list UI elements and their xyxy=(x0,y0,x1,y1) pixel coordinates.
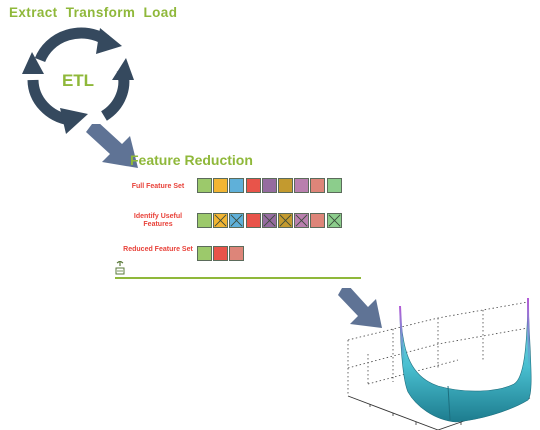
feature-cell xyxy=(197,246,212,261)
feature-cell-crossed xyxy=(229,213,245,228)
flow-arrow-icon xyxy=(86,124,138,168)
row-label-reduced: Reduced Feature Set xyxy=(123,246,193,253)
feature-cell-crossed xyxy=(277,213,293,228)
feature-cell xyxy=(310,178,326,193)
divider-line xyxy=(115,277,361,279)
feature-cell-crossed xyxy=(326,213,342,228)
3d-surface-plot xyxy=(338,288,532,430)
full-feature-set-cells xyxy=(197,178,343,193)
feature-reduction-title: Feature Reduction xyxy=(130,152,253,168)
feature-cell xyxy=(213,246,229,261)
recycle-icon xyxy=(115,261,125,275)
feature-cell xyxy=(310,213,326,228)
identify-features-cells xyxy=(197,213,343,228)
feature-cell xyxy=(294,178,310,193)
reduced-feature-set-cells xyxy=(197,246,246,261)
feature-cell xyxy=(245,213,261,228)
feature-cell xyxy=(197,213,212,228)
feature-cell xyxy=(326,178,342,193)
feature-cell xyxy=(213,178,229,193)
row-label-identify: Identify Useful Features xyxy=(133,213,183,228)
etl-cycle-icon: ETL xyxy=(22,27,134,134)
flow-arrow-icon-2 xyxy=(338,288,382,328)
feature-cell xyxy=(229,178,245,193)
feature-cell xyxy=(261,178,277,193)
feature-cell xyxy=(229,246,245,261)
feature-cell xyxy=(277,178,293,193)
row-label-full: Full Feature Set xyxy=(131,183,185,190)
feature-cell-crossed xyxy=(213,213,229,228)
feature-cell-crossed xyxy=(261,213,277,228)
feature-cell-crossed xyxy=(294,213,310,228)
etl-title: Extract Transform Load xyxy=(9,5,178,20)
feature-cell xyxy=(197,178,212,193)
etl-label: ETL xyxy=(62,71,94,90)
feature-cell xyxy=(245,178,261,193)
